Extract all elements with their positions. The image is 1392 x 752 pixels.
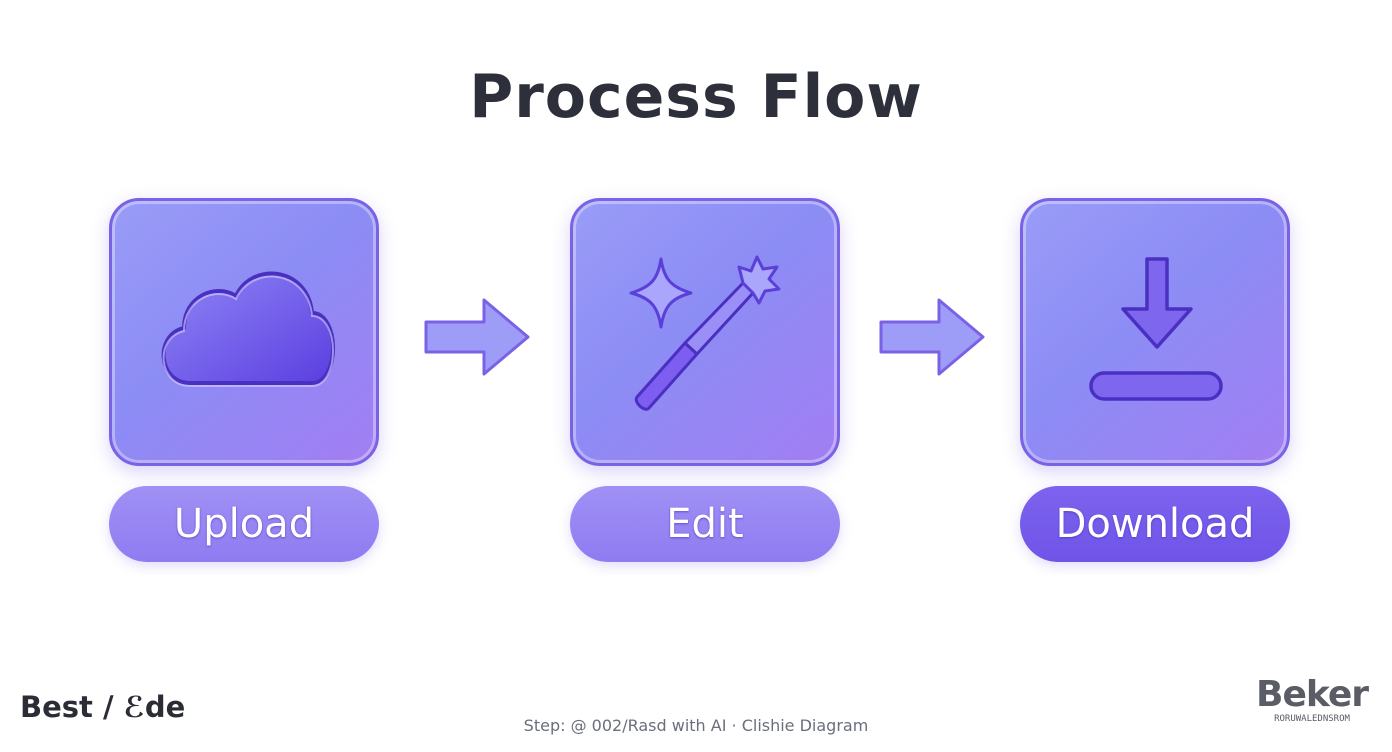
footer-caption: Step: @ 002/Rasd with AI · Clishie Diagr…	[523, 716, 869, 735]
download-label: Download	[1020, 486, 1290, 562]
arrow-right-icon	[424, 298, 530, 376]
edit-step-card	[570, 198, 840, 466]
upload-label: Upload	[109, 486, 379, 562]
watermark-text: Beker	[1256, 674, 1369, 715]
upload-step-card	[109, 198, 379, 466]
arrow-right-icon	[879, 298, 985, 376]
watermark: Beker RORUWALEDNSROM	[1256, 674, 1369, 725]
cloud-icon	[161, 271, 335, 387]
brand-logo: Best / ℰde	[20, 690, 186, 724]
edit-label: Edit	[570, 486, 840, 562]
watermark-subtext: RORUWALEDNSROM	[1274, 714, 1350, 724]
magic-wand-icon	[629, 255, 781, 411]
diagram-title: Process Flow	[469, 62, 923, 132]
download-icon	[1089, 257, 1223, 401]
download-step-card	[1020, 198, 1290, 466]
